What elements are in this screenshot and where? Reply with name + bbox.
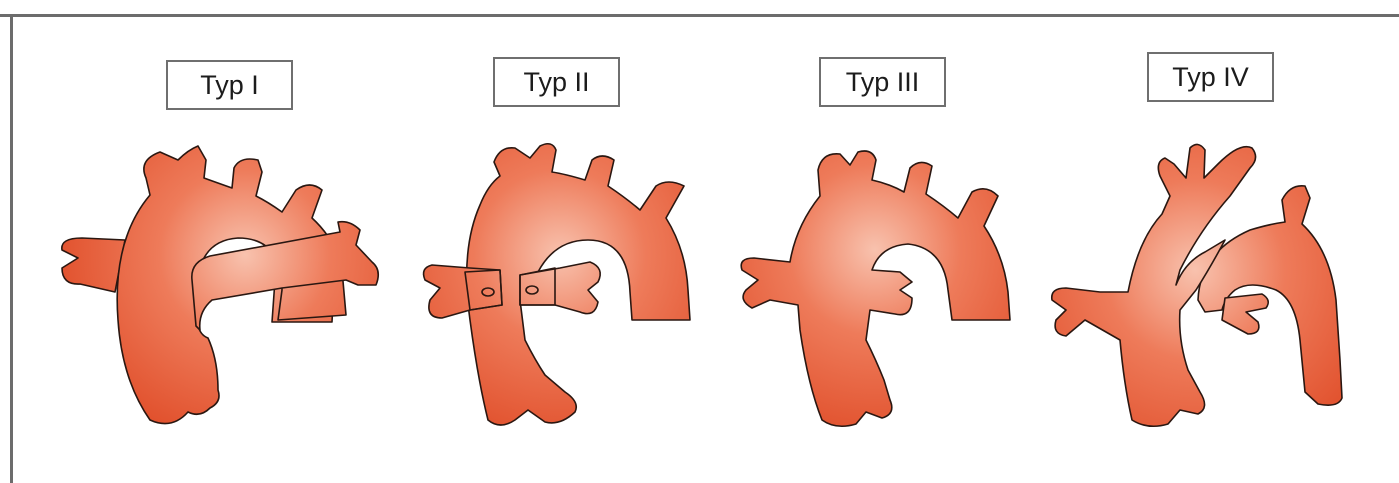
vessel-typ-2 bbox=[424, 144, 690, 425]
label-typ-4: Typ IV bbox=[1147, 52, 1274, 102]
vessel-typ-1 bbox=[62, 146, 378, 424]
label-typ-3: Typ III bbox=[819, 57, 946, 107]
vessel-typ-3 bbox=[741, 151, 1010, 426]
label-typ-2: Typ II bbox=[493, 57, 620, 107]
vessel-typ-4 bbox=[1052, 144, 1342, 426]
aorta-main bbox=[741, 151, 1010, 426]
pulmonary-branch-right bbox=[1222, 294, 1268, 334]
pulmonary-branch-left bbox=[62, 238, 125, 292]
descending-aorta bbox=[1198, 186, 1342, 405]
label-typ-1: Typ I bbox=[166, 60, 293, 110]
